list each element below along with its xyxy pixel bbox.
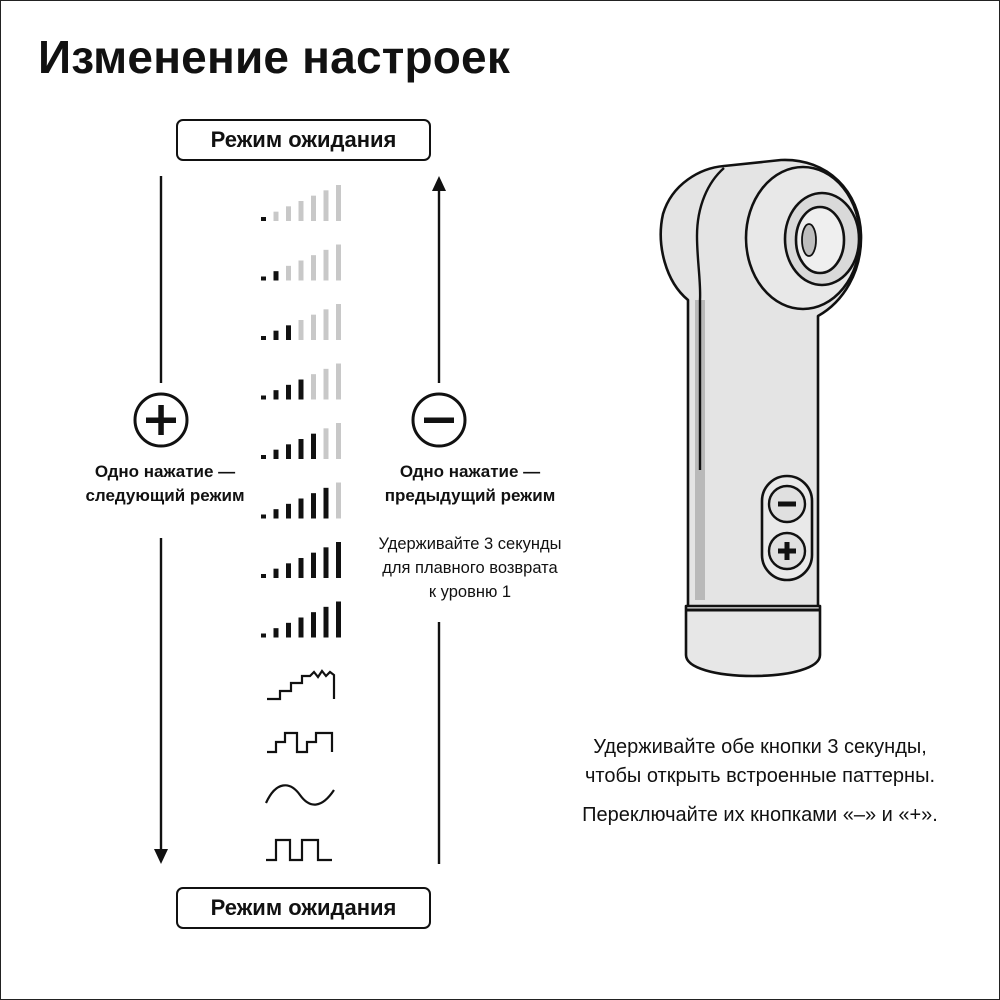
intensity-bar — [286, 622, 291, 638]
intensity-level-2 — [261, 244, 341, 281]
intensity-bar — [261, 217, 266, 221]
intensity-bar — [286, 384, 291, 400]
intensity-bar — [261, 574, 266, 578]
next-mode-caption-line1: Одно нажатие — — [94, 462, 236, 481]
intensity-bar — [336, 185, 341, 221]
intensity-bar — [298, 439, 304, 459]
device-opening-core — [801, 223, 817, 257]
standby-mode-top: Режим ожидания — [176, 119, 431, 161]
hold-minus-note-line2: для плавного возврата — [382, 559, 558, 577]
intensity-bar — [311, 552, 316, 578]
intensity-bar — [323, 428, 329, 459]
minus-in-circle-icon — [411, 392, 467, 448]
device-crease — [695, 167, 725, 470]
intensity-bar — [336, 542, 341, 578]
intensity-bar — [298, 379, 304, 400]
square-pulse-pattern-icon — [266, 838, 332, 862]
intensity-level-8 — [261, 601, 341, 638]
intensity-bar — [261, 276, 266, 281]
intensity-bar — [261, 336, 266, 340]
intensity-bar — [286, 325, 291, 340]
intensity-level-5 — [261, 423, 341, 459]
intensity-bar — [298, 260, 304, 281]
hold-minus-note: Удерживайте 3 секунды для плавного возвр… — [345, 532, 595, 604]
intensity-level-4 — [261, 363, 341, 400]
intensity-bar — [286, 503, 291, 519]
previous-mode-caption-line2: предыдущий режим — [384, 486, 556, 505]
patterns-note-line2: чтобы открыть встроенные паттерны. — [585, 765, 935, 787]
intensity-bar — [336, 244, 341, 281]
intensity-bar — [323, 606, 329, 638]
intensity-bar — [273, 509, 279, 519]
device-base — [684, 604, 822, 678]
intensity-bar — [273, 211, 279, 221]
stepped-pulse-pattern-icon — [267, 731, 334, 754]
intensity-level-1 — [261, 185, 341, 221]
intensity-bar — [286, 444, 291, 459]
intensity-bar — [311, 374, 316, 400]
intensity-bar — [311, 612, 316, 638]
plus-button-icon — [767, 531, 807, 571]
intensity-levels — [261, 185, 341, 638]
patterns-note-line3: Переключайте их кнопками «–» и «+». — [582, 804, 938, 826]
intensity-bar — [311, 255, 316, 281]
intensity-bar — [298, 498, 304, 519]
intensity-level-3 — [261, 304, 341, 340]
intensity-bar — [261, 514, 266, 519]
intensity-bar — [336, 601, 341, 638]
next-mode-arrow — [154, 176, 168, 864]
next-mode-caption: Одно нажатие — следующий режим — [55, 460, 275, 508]
patterns-note: Удерживайте обе кнопки 3 секунды, чтобы … — [545, 733, 975, 830]
intensity-bar — [336, 363, 341, 400]
previous-mode-caption: Одно нажатие — предыдущий режим — [340, 460, 600, 508]
standby-mode-bottom: Режим ожидания — [176, 887, 431, 929]
intensity-bar — [323, 547, 329, 578]
intensity-level-7 — [261, 542, 341, 578]
intensity-bar — [261, 395, 266, 400]
device-illustration — [659, 158, 863, 678]
intensity-bar — [298, 558, 304, 578]
intensity-bar — [298, 617, 304, 638]
steps-ramp-pattern-icon — [267, 669, 336, 701]
minus-button-icon — [767, 484, 807, 524]
intensity-bar — [336, 482, 341, 519]
wave-pattern-icon — [264, 784, 335, 806]
intensity-bar — [261, 455, 266, 459]
intensity-bar — [261, 633, 266, 638]
intensity-bar — [273, 568, 279, 578]
intensity-bar — [273, 271, 279, 281]
patterns-note-line1: Удерживайте обе кнопки 3 секунды, — [593, 736, 927, 758]
intensity-bar — [311, 433, 316, 459]
intensity-bar — [336, 423, 341, 459]
hold-minus-note-line3: к уровню 1 — [428, 583, 512, 601]
intensity-bar — [311, 493, 316, 519]
intensity-bar — [286, 206, 291, 221]
intensity-bar — [323, 309, 329, 340]
intensity-bar — [273, 390, 279, 400]
page-title: Изменение настроек — [38, 31, 511, 83]
next-mode-caption-line2: следующий режим — [85, 486, 245, 505]
intensity-bar — [273, 628, 279, 638]
intensity-level-6 — [261, 482, 341, 519]
intensity-bar — [323, 190, 329, 221]
previous-mode-arrow — [432, 176, 446, 864]
intensity-bar — [298, 320, 304, 340]
intensity-bar — [298, 201, 304, 221]
intensity-bar — [311, 314, 316, 340]
intensity-bar — [336, 304, 341, 340]
intensity-bar — [273, 449, 279, 459]
intensity-bar — [273, 330, 279, 340]
intensity-bar — [286, 563, 291, 578]
previous-mode-caption-line1: Одно нажатие — — [399, 462, 541, 481]
plus-in-circle-icon — [133, 392, 189, 448]
intensity-bar — [311, 195, 316, 221]
hold-minus-note-line1: Удерживайте 3 секунды — [378, 535, 562, 553]
intensity-bar — [323, 487, 329, 519]
intensity-bar — [286, 265, 291, 281]
intensity-bar — [323, 249, 329, 281]
intensity-bar — [323, 368, 329, 400]
